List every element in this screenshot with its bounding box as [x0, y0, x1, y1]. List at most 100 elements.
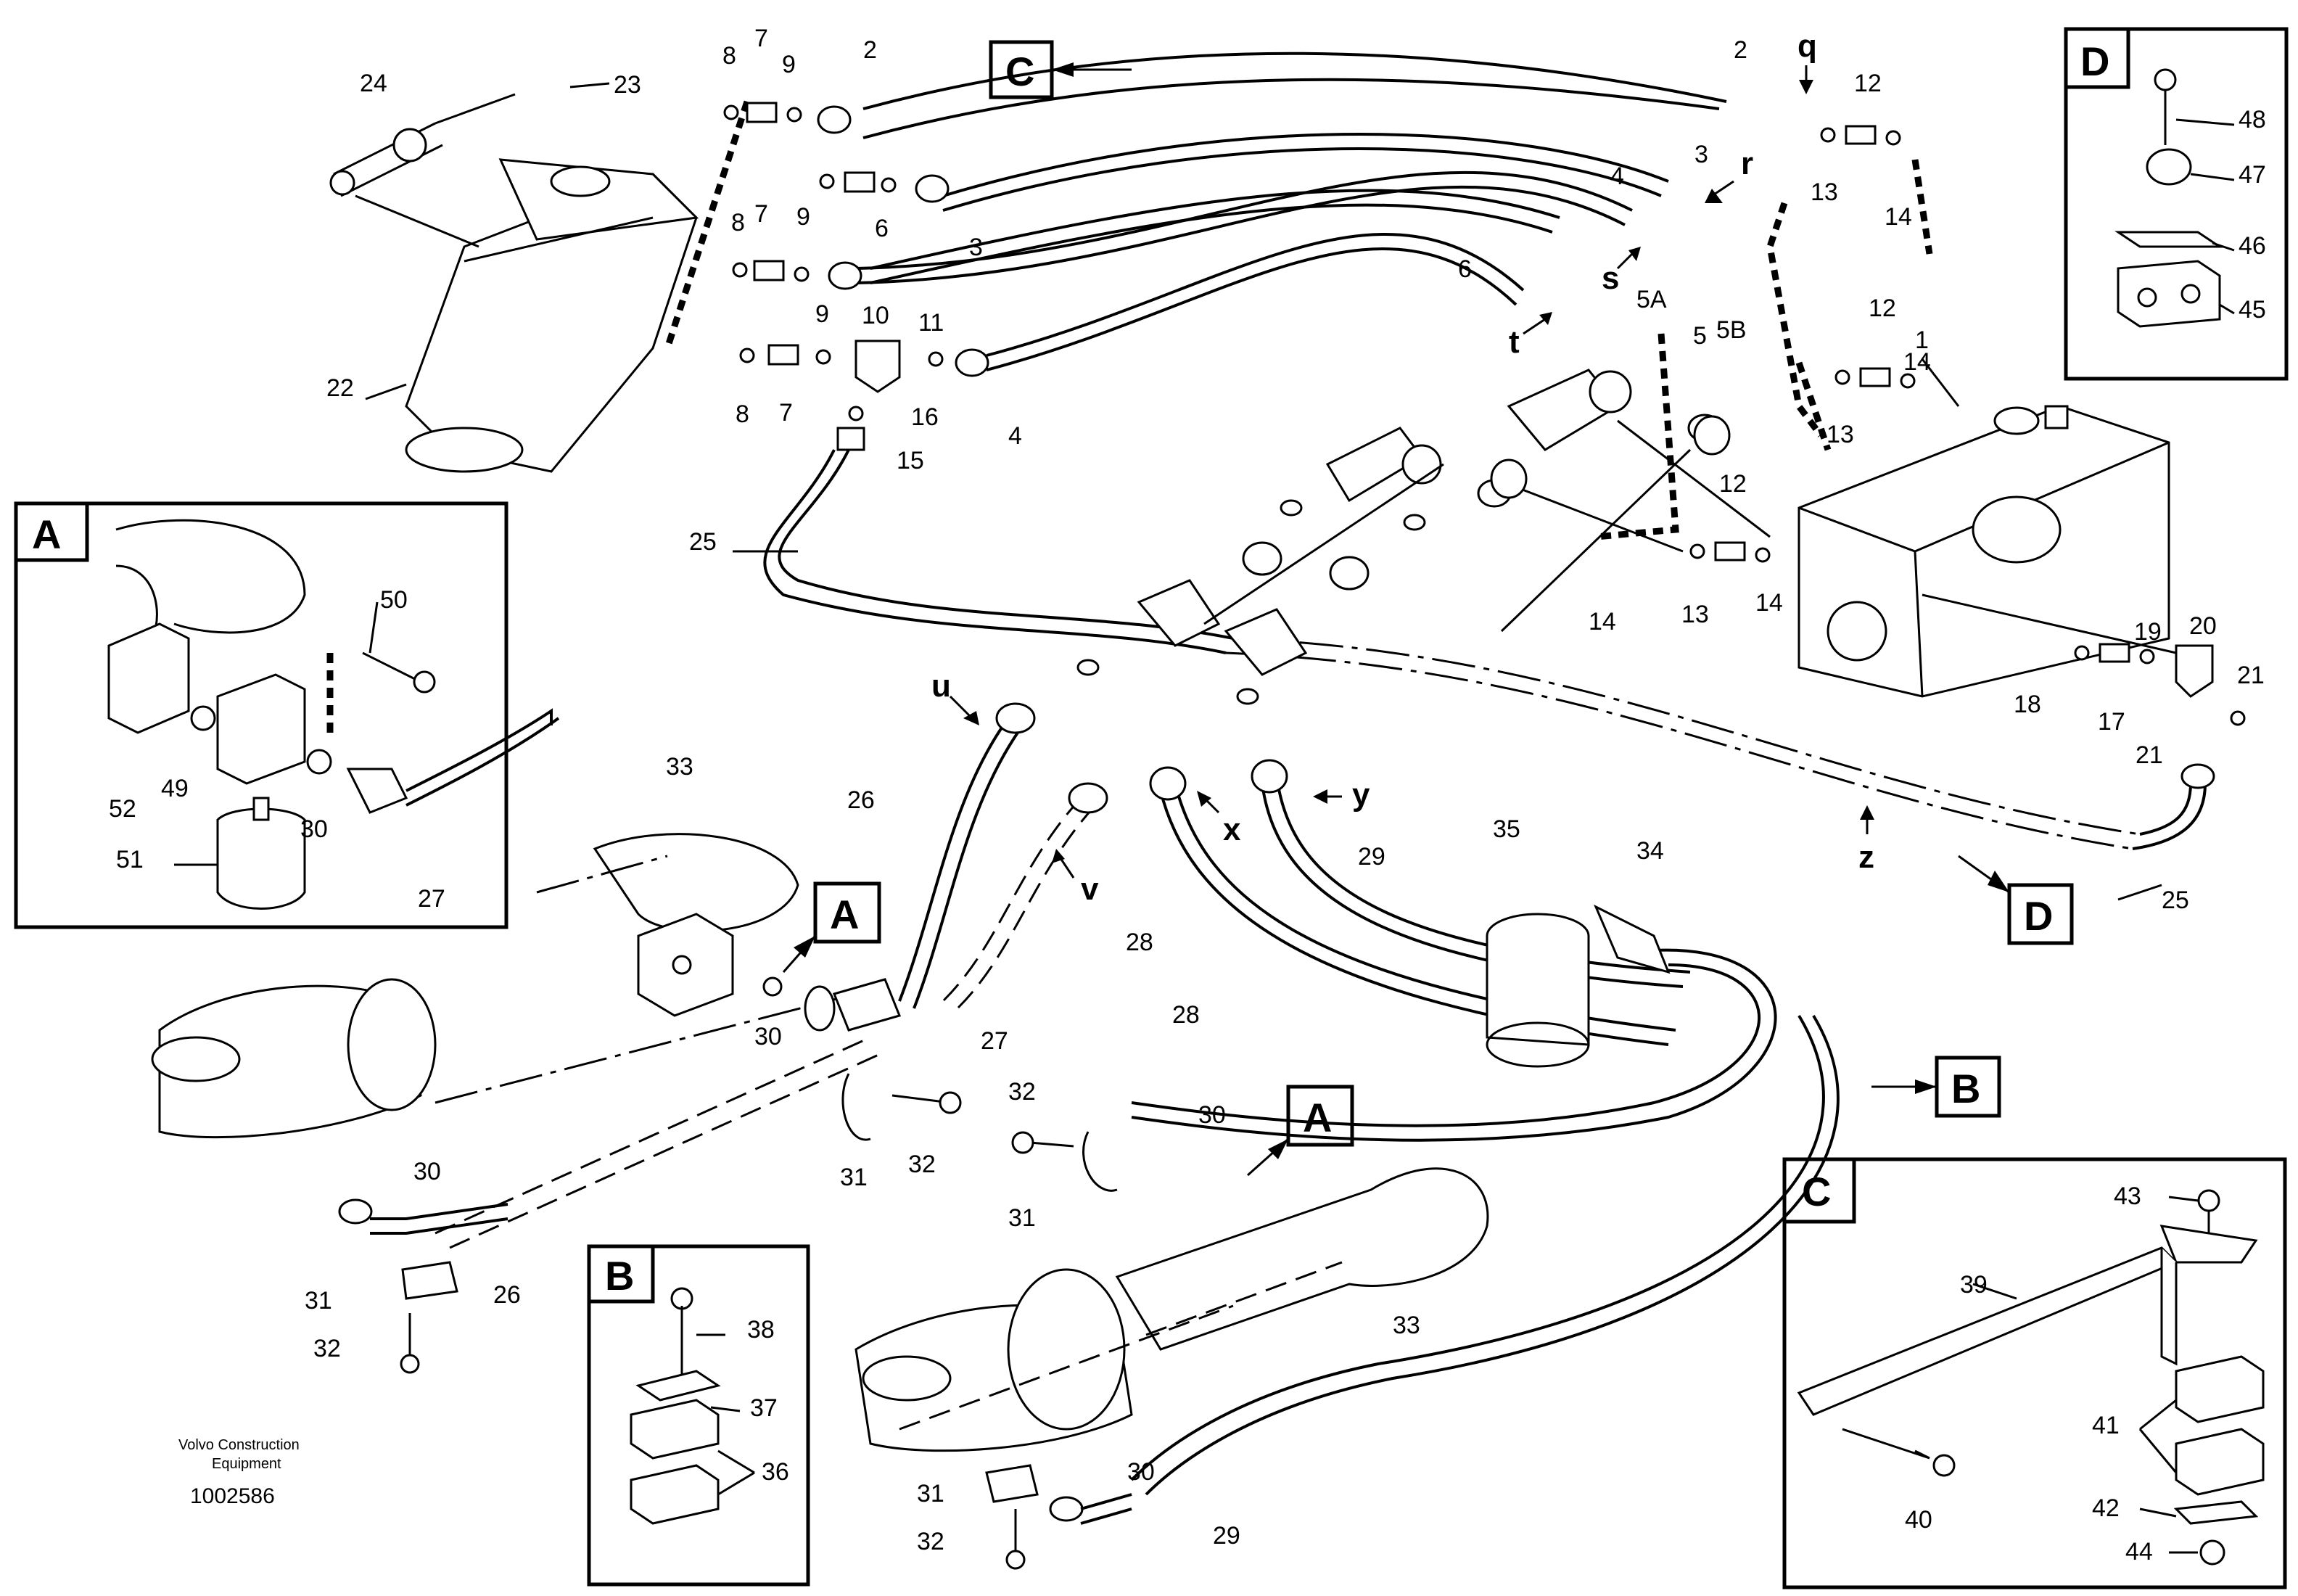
callout-a-left: A	[830, 892, 859, 937]
label-29: 29	[1358, 843, 1385, 871]
label-37: 37	[750, 1394, 778, 1422]
label-7: 7	[779, 399, 793, 427]
label-5b: 5B	[1716, 316, 1747, 344]
label-6: 6	[1458, 255, 1472, 283]
label-28: 28	[1126, 929, 1153, 956]
label-13: 13	[1827, 421, 1854, 448]
label-7: 7	[754, 25, 768, 52]
label-32: 32	[917, 1528, 944, 1555]
callout-a-right: A	[1303, 1095, 1332, 1140]
footer-drawing-number: 1002586	[190, 1484, 275, 1508]
label-47: 47	[2239, 161, 2266, 189]
label-46: 46	[2239, 232, 2266, 260]
lift-cylinder-left	[151, 833, 886, 1249]
label-27: 27	[418, 885, 445, 913]
label-9: 9	[815, 300, 829, 328]
upper-hose-bundle	[855, 52, 1727, 371]
label-9: 9	[782, 51, 796, 78]
label-14: 14	[1589, 608, 1616, 635]
detail-box-d: D	[2064, 27, 2289, 381]
detail-box-a: A	[14, 501, 560, 929]
label-32: 32	[1008, 1078, 1036, 1106]
detail-box-b: B	[587, 1244, 810, 1587]
fitting-rows	[723, 102, 1234, 654]
flow-arrow-letters: q r s t u v x y z	[931, 28, 1874, 907]
label-48: 48	[2239, 106, 2266, 133]
pump-fittings	[1689, 125, 2246, 726]
callout-d: D	[2024, 893, 2053, 939]
arrow-letter-x: x	[1223, 812, 1241, 847]
label-22: 22	[326, 374, 354, 402]
label-14: 14	[1885, 203, 1912, 231]
lift-cylinder-right	[854, 1167, 1489, 1452]
label-8: 8	[731, 209, 745, 236]
arrow-letter-t: t	[1509, 324, 1520, 360]
label-1: 1	[1915, 326, 1929, 354]
label-45: 45	[2239, 296, 2266, 324]
center-tee-fittings	[1076, 369, 1771, 705]
label-43: 43	[2114, 1182, 2141, 1210]
detail-box-c: C	[1782, 1157, 2287, 1589]
lower-hoses	[898, 702, 1840, 1496]
label-26: 26	[847, 786, 875, 814]
label-3: 3	[969, 234, 983, 261]
label-3: 3	[1694, 141, 1708, 168]
label-32: 32	[908, 1151, 936, 1178]
label-40: 40	[1905, 1506, 1932, 1534]
label-28: 28	[1172, 1001, 1200, 1029]
footer-company-line2: Equipment	[212, 1456, 281, 1472]
label-30: 30	[754, 1023, 782, 1050]
label-31: 31	[1008, 1204, 1036, 1232]
arrow-letter-y: y	[1352, 777, 1370, 813]
label-12: 12	[1854, 70, 1882, 97]
arrow-letter-v: v	[1081, 871, 1099, 907]
arrow-letter-z: z	[1858, 839, 1874, 875]
lower-left-port-block	[637, 913, 902, 1032]
detail-a-letter: A	[32, 511, 61, 557]
label-44: 44	[2125, 1538, 2153, 1566]
label-50: 50	[380, 586, 408, 614]
arrow-letter-q: q	[1797, 28, 1817, 64]
part-number-labels: 2 2 3 3 4 4 6 6 5 5A 5B 7 7 7 8 8 8 9 9 …	[109, 25, 2266, 1566]
detail-c-letter: C	[1802, 1169, 1831, 1214]
label-7: 7	[754, 200, 768, 228]
label-18: 18	[2014, 691, 2041, 718]
label-16: 16	[911, 403, 939, 431]
label-8: 8	[736, 400, 749, 428]
label-31: 31	[840, 1164, 868, 1191]
label-6: 6	[875, 215, 889, 242]
label-38: 38	[747, 1316, 775, 1344]
label-52: 52	[109, 795, 136, 823]
label-33: 33	[1393, 1312, 1420, 1339]
label-12: 12	[1869, 295, 1896, 322]
label-25: 25	[689, 528, 717, 556]
label-33: 33	[666, 753, 693, 781]
clamp-and-bolt-set	[338, 1073, 1132, 1570]
drawing-footer: Volvo Construction Equipment 1002586	[178, 1437, 300, 1508]
label-19: 19	[2134, 618, 2162, 646]
hose-clamp-collar	[1486, 904, 1671, 1068]
label-13: 13	[1811, 178, 1838, 206]
label-9: 9	[796, 203, 810, 231]
label-21: 21	[2136, 741, 2163, 769]
label-8: 8	[722, 42, 736, 70]
label-26: 26	[493, 1281, 521, 1309]
label-2: 2	[863, 36, 877, 64]
label-51: 51	[116, 846, 144, 873]
label-5: 5	[1693, 322, 1707, 350]
label-13: 13	[1681, 601, 1709, 628]
label-17: 17	[2098, 708, 2125, 736]
label-14: 14	[1903, 348, 1931, 376]
label-27: 27	[981, 1027, 1008, 1055]
callout-letter-boxes: C D B A A	[782, 40, 2074, 1177]
label-42: 42	[2092, 1494, 2120, 1522]
label-23: 23	[614, 71, 641, 99]
callout-c: C	[1005, 49, 1034, 94]
routing-hatch-lines	[326, 100, 1933, 733]
label-31: 31	[305, 1287, 332, 1315]
label-10: 10	[862, 302, 889, 329]
footer-company-line1: Volvo Construction	[178, 1437, 300, 1453]
label-5a: 5A	[1636, 286, 1667, 313]
label-30: 30	[1198, 1101, 1226, 1129]
label-29: 29	[1213, 1522, 1240, 1550]
